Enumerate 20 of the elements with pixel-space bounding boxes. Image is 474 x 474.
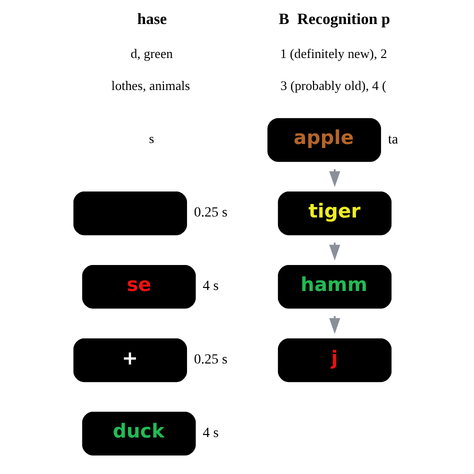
- node-box: apple: [266, 118, 381, 162]
- label: s: [148, 131, 154, 146]
- label: lothes, animals: [110, 78, 190, 94]
- label: 1 (definitely new), 2: [280, 46, 387, 61]
- node-label: 4 s: [202, 279, 218, 294]
- node-label: 4 s: [202, 426, 218, 441]
- label: hase: [136, 11, 166, 28]
- node-box: +: [72, 338, 187, 382]
- node-box: tiger: [277, 192, 392, 236]
- node-box: [72, 192, 187, 236]
- node-label: ta: [388, 132, 398, 148]
- node-box: se: [82, 264, 196, 309]
- label: d, green: [130, 46, 172, 61]
- node-label: 0.25 s: [194, 206, 227, 221]
- label: B Recognition p: [278, 11, 390, 28]
- node-box: j: [277, 338, 392, 382]
- node-box: hamm: [277, 264, 392, 309]
- node-label: 0.25 s: [194, 352, 227, 368]
- node-box: duck: [82, 412, 196, 456]
- label: 3 (probably old), 4 (: [280, 78, 386, 94]
